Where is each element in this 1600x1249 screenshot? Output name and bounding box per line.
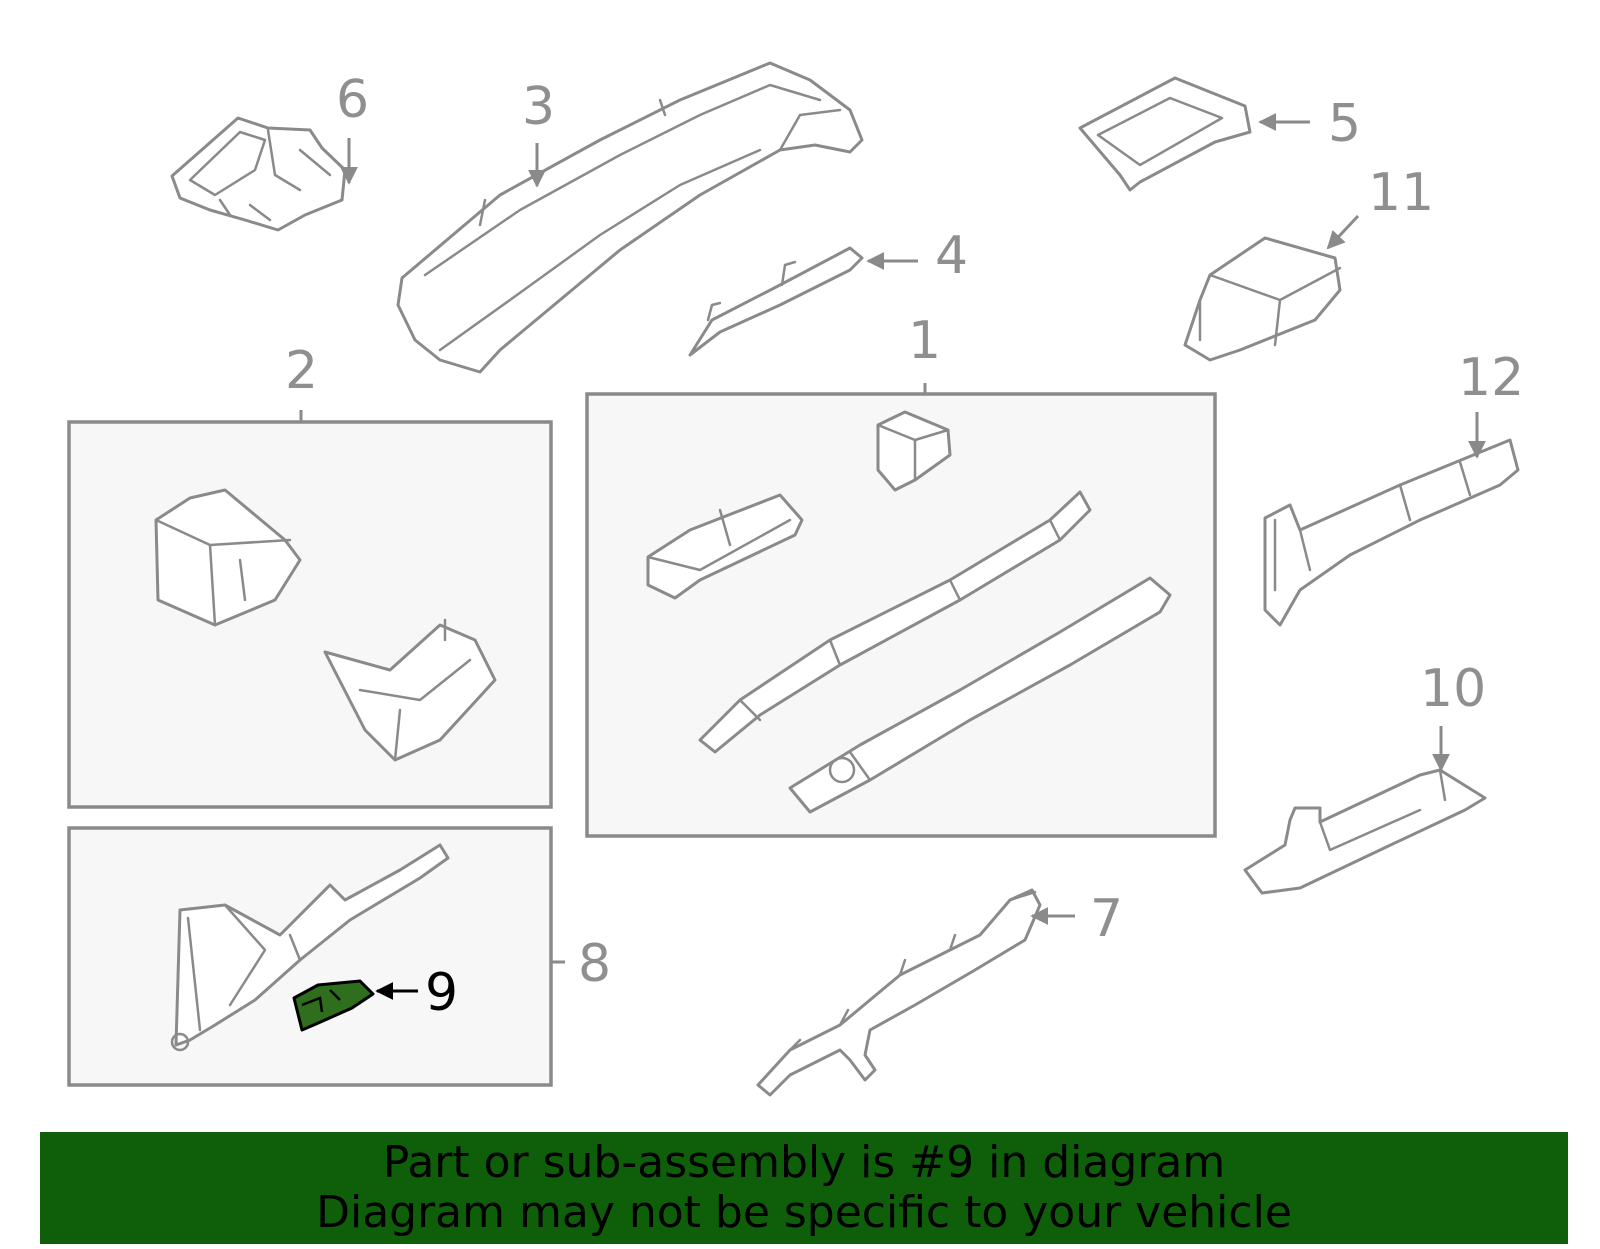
callout-2: 2: [285, 341, 318, 401]
part-7: [756, 888, 1042, 1097]
banner-line-2: Diagram may not be specific to your vehi…: [316, 1187, 1292, 1238]
callout-5: 5: [1328, 94, 1361, 154]
part-1d: [788, 576, 1172, 814]
part-4: [688, 246, 864, 357]
callout-10: 10: [1420, 659, 1486, 719]
part-6: [170, 116, 347, 232]
banner-line-1: Part or sub-assembly is #9 in diagram: [382, 1137, 1226, 1188]
part-8: [170, 843, 450, 1052]
part-10: [1243, 768, 1487, 895]
part-11: [1183, 236, 1342, 362]
part-1a: [876, 410, 952, 492]
part-3: [396, 61, 864, 374]
callout-6: 6: [336, 70, 369, 130]
part-1b: [646, 493, 804, 600]
callout-8: 8: [578, 934, 611, 994]
part-1c: [698, 490, 1092, 754]
part-9: [292, 979, 375, 1032]
part-12: [1263, 438, 1520, 627]
callout-11: 11: [1368, 163, 1434, 223]
group-box-2: [67, 420, 553, 809]
leader-11: [1326, 214, 1360, 250]
part-5: [1078, 76, 1252, 192]
callout-1: 1: [908, 311, 941, 371]
callout-7: 7: [1090, 889, 1123, 949]
callout-3: 3: [522, 77, 555, 137]
part-2b: [323, 618, 497, 762]
callout-12: 12: [1458, 348, 1524, 408]
info-banner: Part or sub-assembly is #9 in diagram Di…: [40, 1132, 1568, 1244]
part-2a: [154, 488, 302, 627]
callout-9: 9: [425, 963, 458, 1023]
group-box-8: [67, 826, 553, 1087]
callout-4: 4: [935, 226, 968, 286]
